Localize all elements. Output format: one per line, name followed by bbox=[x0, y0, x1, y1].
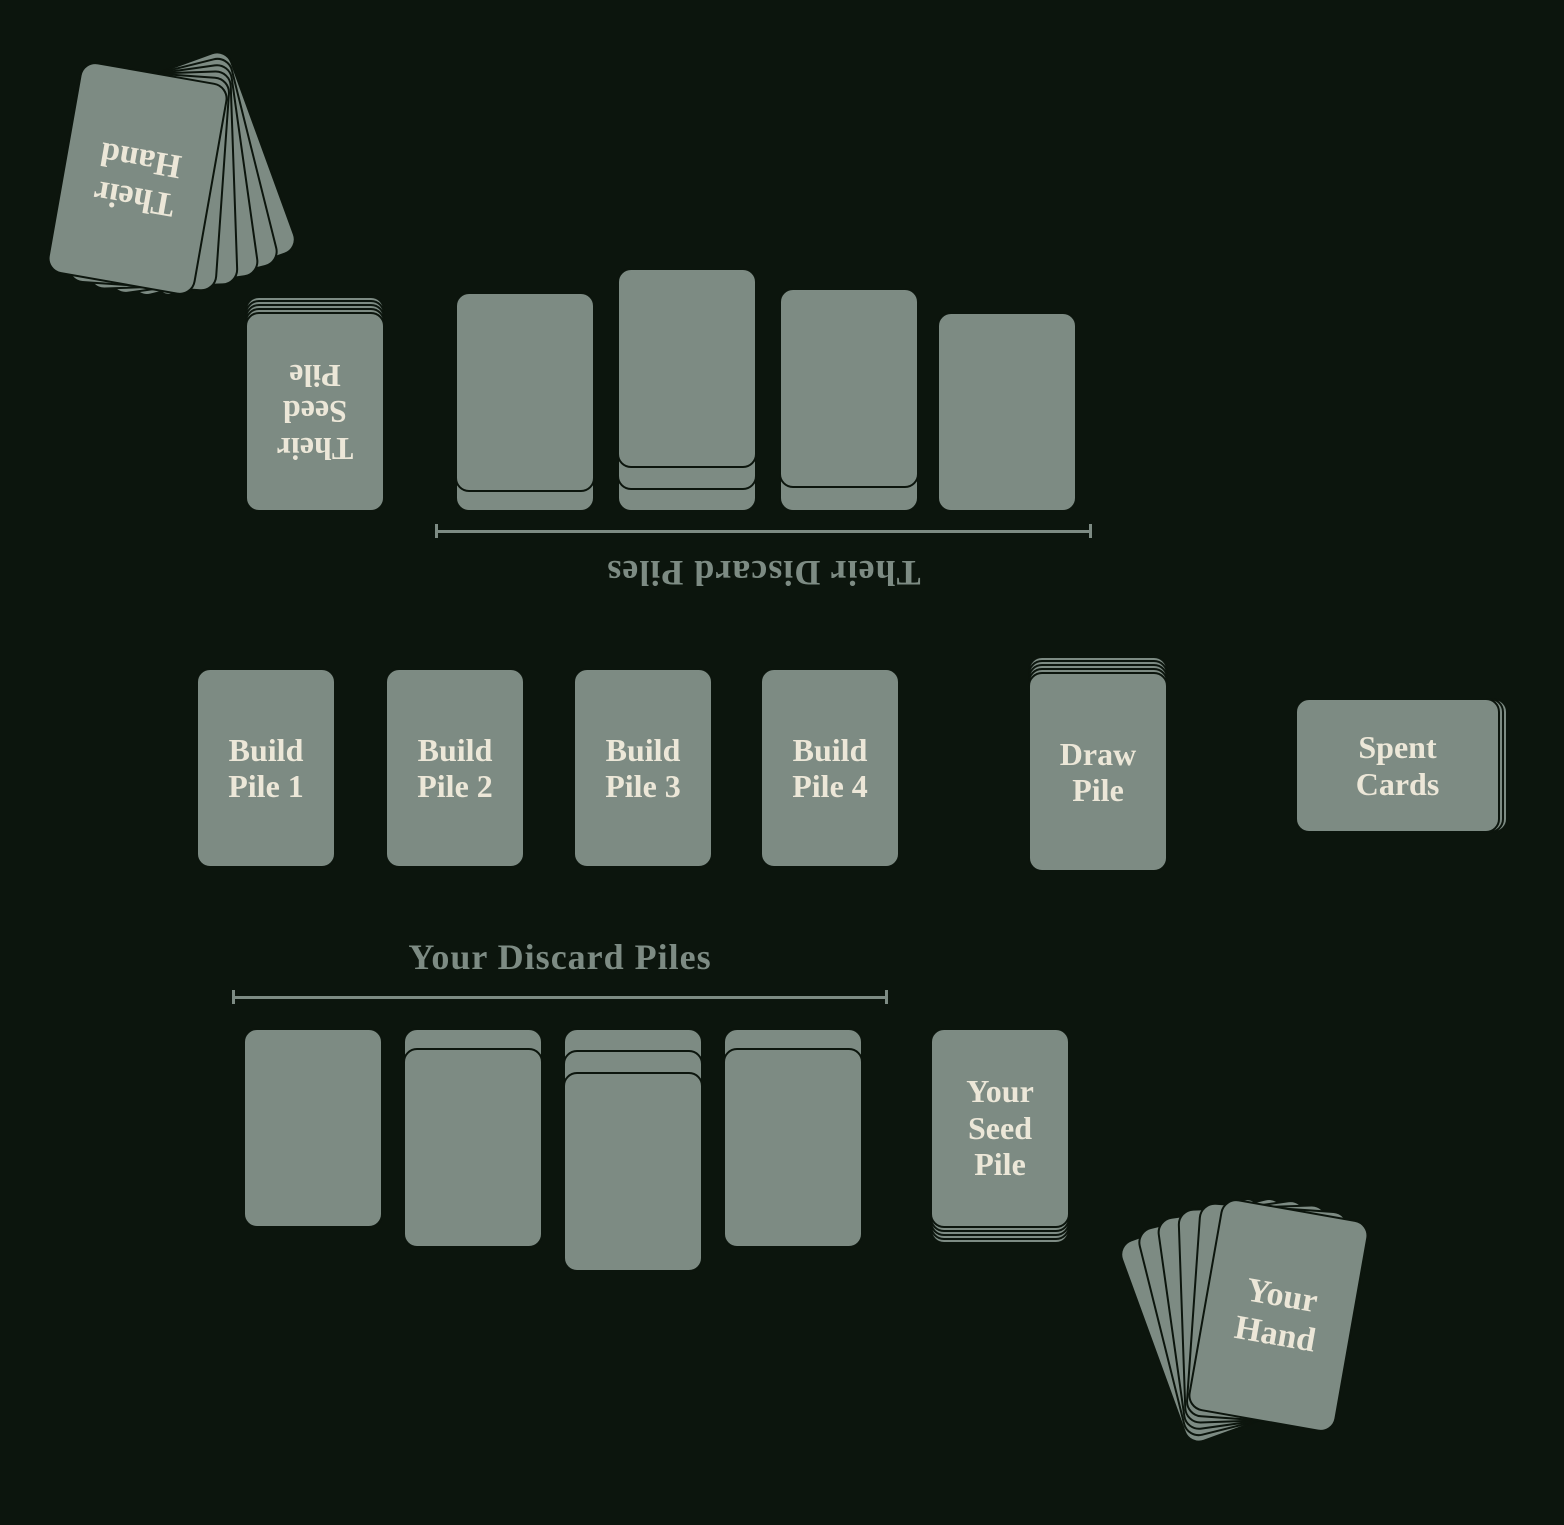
their-hand: Their Hand bbox=[0, 6, 301, 347]
build-pile-2-label: Build Pile 2 bbox=[417, 731, 493, 804]
discard-top-card bbox=[403, 1048, 543, 1248]
draw-pile-label: Draw Pile bbox=[1059, 735, 1137, 808]
their-discard-bracket bbox=[435, 524, 1092, 538]
your-seed-top-card: Your Seed Pile bbox=[930, 1028, 1070, 1228]
their-seed-top-card: Their Seed Pile bbox=[245, 312, 385, 512]
your-discard-piles-label: Your Discard Piles bbox=[408, 937, 712, 977]
spent-cards-label: Spent Cards bbox=[1355, 729, 1440, 802]
build-pile-4: Build Pile 4 bbox=[760, 668, 900, 868]
discard-top-card bbox=[937, 312, 1077, 512]
build-pile-2: Build Pile 2 bbox=[385, 668, 525, 868]
build-pile-3: Build Pile 3 bbox=[573, 668, 713, 868]
your-seed-pile-label: Your Seed Pile bbox=[966, 1073, 1034, 1183]
discard-top-card bbox=[723, 1048, 863, 1248]
draw-pile-top-card: Draw Pile bbox=[1028, 672, 1168, 872]
build-pile-1: Build Pile 1 bbox=[196, 668, 336, 868]
build-pile-4-label: Build Pile 4 bbox=[792, 731, 868, 804]
discard-top-card bbox=[455, 292, 595, 492]
your-discard-bracket bbox=[232, 990, 888, 1004]
discard-top-card bbox=[779, 288, 919, 488]
your-hand-label: Your Hand bbox=[1231, 1271, 1321, 1360]
discard-top-card bbox=[243, 1028, 383, 1228]
their-seed-pile-label: Their Seed Pile bbox=[276, 357, 354, 467]
discard-top-card bbox=[617, 268, 757, 468]
their-discard-piles-label: Their Discard Piles bbox=[606, 553, 921, 593]
your-hand: Your Hand bbox=[1115, 1148, 1432, 1489]
spent-cards-top-card: Spent Cards bbox=[1295, 698, 1500, 833]
build-pile-1-label: Build Pile 1 bbox=[228, 731, 304, 804]
build-pile-3-label: Build Pile 3 bbox=[605, 731, 681, 804]
their-hand-label: Their Hand bbox=[90, 134, 185, 224]
discard-top-card bbox=[563, 1072, 703, 1272]
